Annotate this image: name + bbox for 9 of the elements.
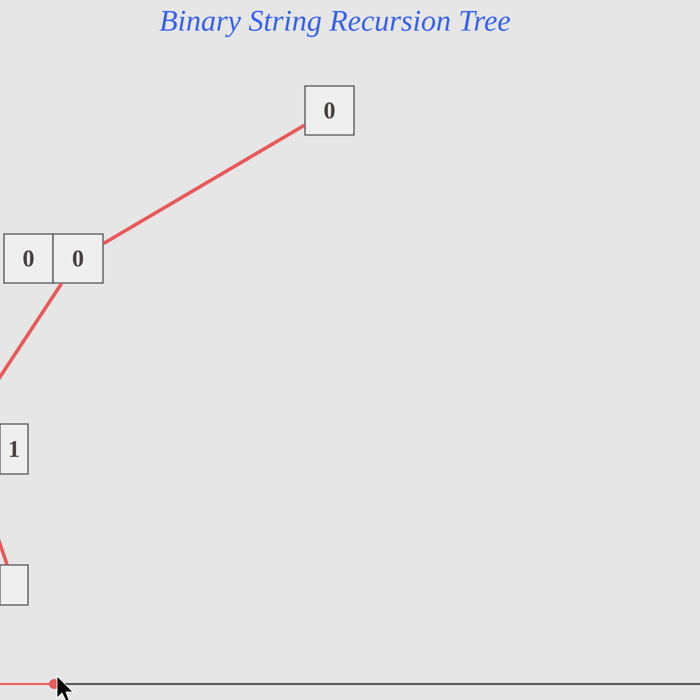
digit-box: 1 — [0, 423, 29, 475]
empty-box — [0, 564, 29, 606]
connector-line — [102, 124, 306, 245]
connector-line — [0, 282, 63, 381]
digit-box: 0 — [304, 85, 355, 136]
connector-line — [0, 537, 9, 565]
digit-box: 0 — [52, 233, 104, 284]
title: Binary String Recursion Tree — [160, 10, 510, 38]
digit-box: 0 — [3, 233, 54, 284]
